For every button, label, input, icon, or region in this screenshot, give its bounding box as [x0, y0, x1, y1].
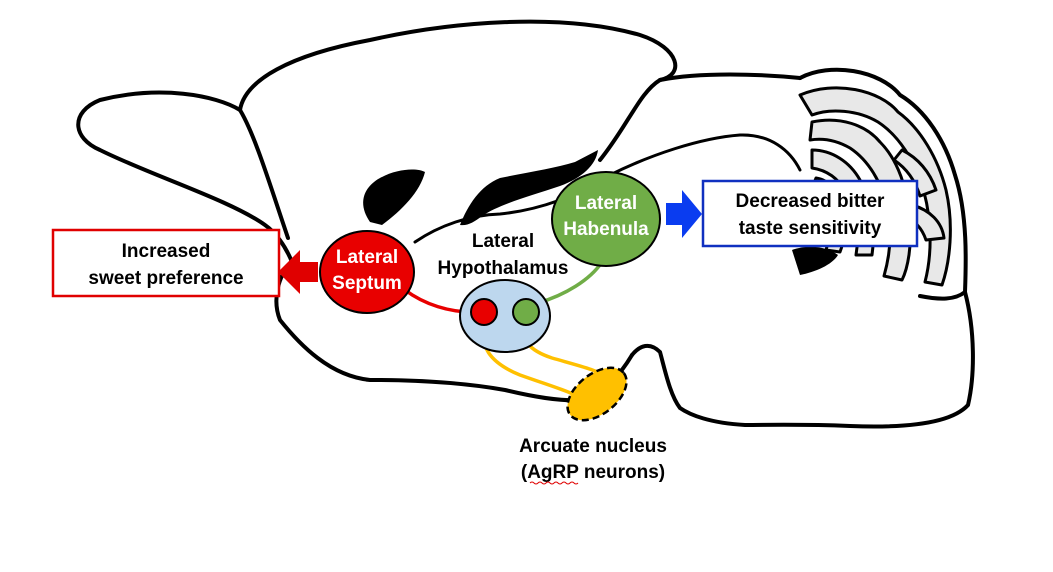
sweet-preference-box	[51, 228, 281, 298]
lateral-habenula-region: Lateral Habenula	[551, 171, 661, 267]
lateral-septum-region: Lateral Septum	[319, 230, 415, 314]
lateral-septum-ellipse	[319, 230, 415, 314]
arcuate-label-agrp: AgRP	[527, 462, 579, 483]
lateral-habenula-ellipse	[551, 171, 661, 267]
cerebellum-outline	[798, 67, 968, 301]
green-neuron-cluster	[512, 298, 540, 326]
cortex-outline	[238, 19, 678, 162]
folia-outer	[798, 86, 952, 287]
lateral-hypothalamus-label-line1: Lateral	[472, 231, 534, 252]
lateral-ventricle-shape	[363, 169, 425, 225]
lateral-septum-label-line2: Septum	[332, 273, 402, 294]
bitter-sensitivity-box	[701, 179, 919, 248]
bitter-arrow	[666, 190, 702, 238]
bitter-sensitivity-label-line2: taste sensitivity	[739, 218, 882, 239]
arcuate-label-rest: neurons)	[579, 462, 666, 483]
sweet-preference-label-line1: Increased	[122, 241, 211, 262]
bitter-sensitivity-outcome: Decreased bitter taste sensitivity	[666, 179, 919, 248]
bitter-sensitivity-label-line1: Decreased bitter	[736, 191, 886, 212]
midbrain-dark-shape	[792, 246, 838, 275]
arcuate-nucleus-region: Arcuate nucleus (AgRP neurons)	[519, 366, 667, 485]
arcuate-nucleus-label-line2: (AgRP neurons)	[521, 462, 665, 483]
arcuate-nucleus-shape	[566, 366, 628, 422]
sweet-arrow	[278, 250, 318, 294]
sweet-preference-outcome: Increased sweet preference	[51, 228, 318, 298]
brainstem-outline	[630, 290, 975, 429]
arcuate-label-open-paren: (	[521, 462, 528, 483]
lateral-hypothalamus-region: Lateral Hypothalamus	[438, 231, 569, 353]
lateral-hypothalamus-ellipse	[459, 279, 551, 353]
ventricle-shapes	[363, 150, 838, 275]
sweet-preference-label-line2: sweet preference	[88, 268, 243, 289]
red-neuron-cluster	[470, 298, 498, 326]
folia-lobule-1	[892, 148, 938, 198]
lateral-habenula-label-line1: Lateral	[575, 193, 637, 214]
olfactory-bulb-outline	[76, 90, 294, 264]
lateral-habenula-label-line2: Habenula	[563, 219, 649, 240]
lateral-septum-label-line1: Lateral	[336, 247, 398, 268]
corpus-callosum-shape	[460, 150, 598, 226]
lateral-hypothalamus-label-line2: Hypothalamus	[438, 258, 569, 279]
agrp-spellcheck-underline	[529, 481, 579, 485]
arcuate-nucleus-label-line1: Arcuate nucleus	[519, 436, 667, 457]
midbrain-dorsal-outline	[658, 72, 802, 82]
folia-mid	[808, 118, 912, 282]
